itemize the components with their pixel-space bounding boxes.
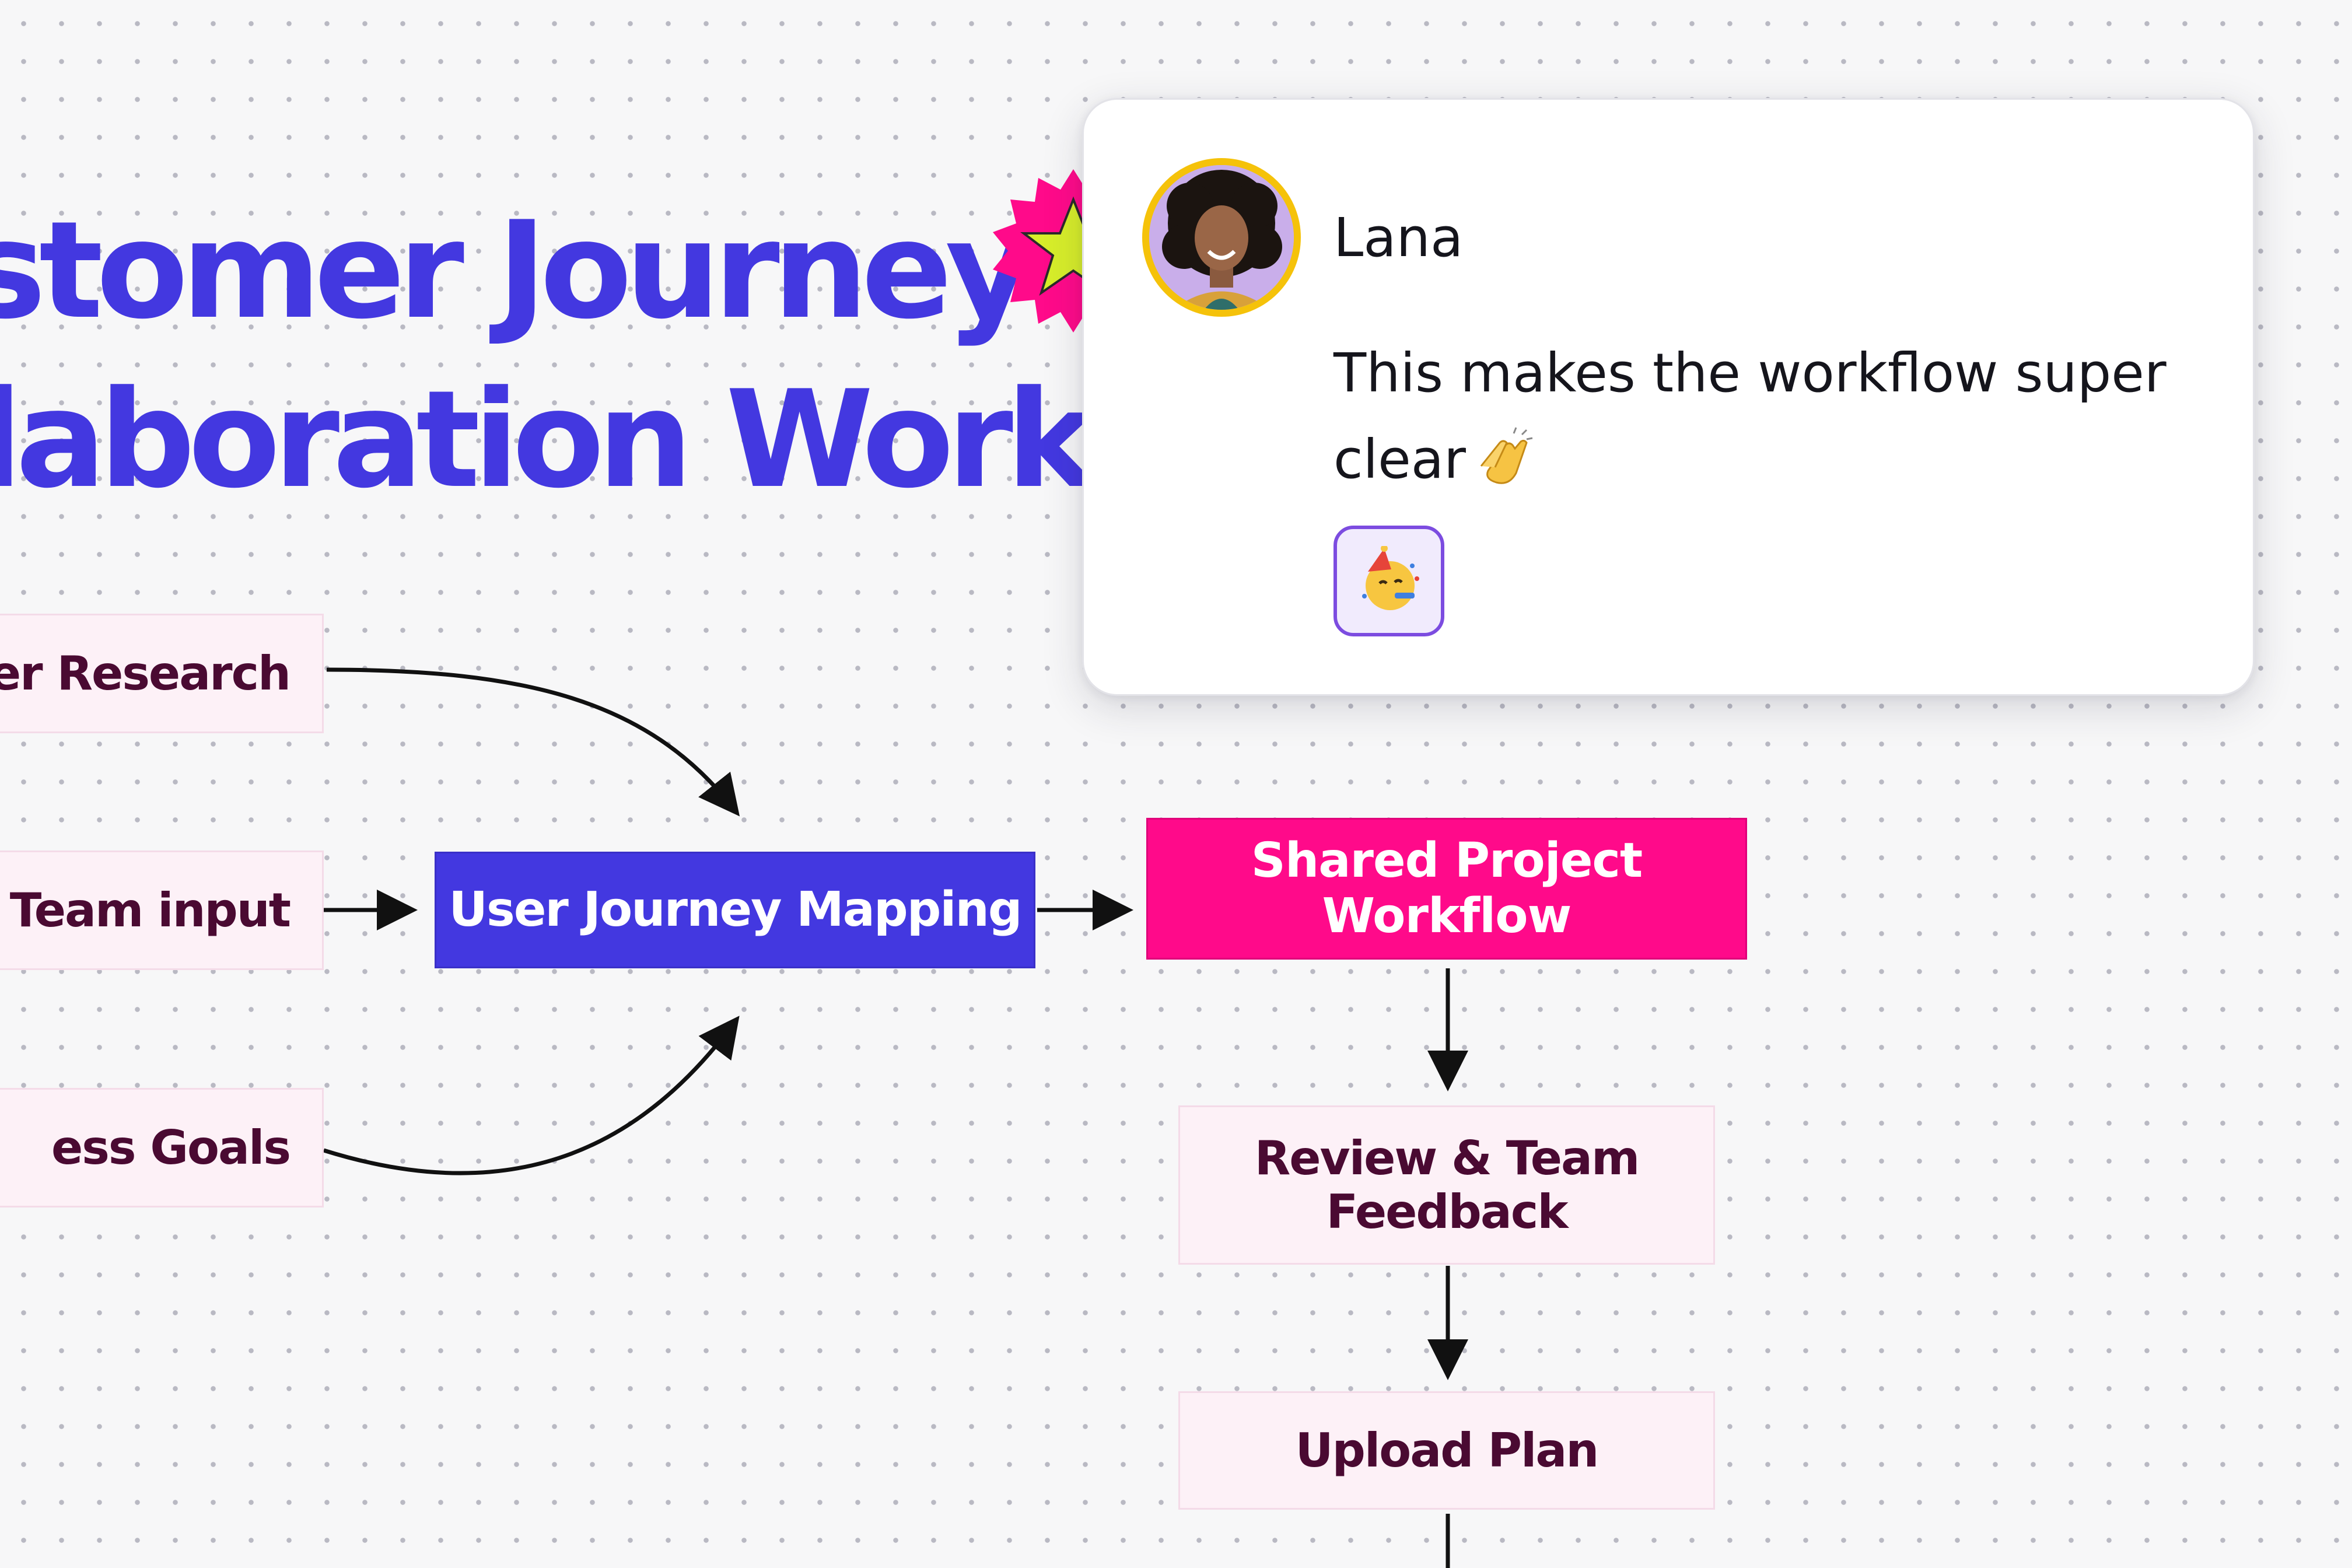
node-user-research[interactable]: er Research: [0, 614, 324, 733]
board-title-line-2: laboration Workfl: [0, 362, 1186, 518]
node-user-journey-mapping[interactable]: User Journey Mapping: [435, 852, 1035, 968]
comment-message-text: This makes the workflow super clear: [1334, 342, 2166, 491]
node-shared-project-workflow[interactable]: Shared Project Workflow: [1146, 818, 1747, 960]
avatar[interactable]: [1142, 158, 1301, 317]
party-face-icon: [1362, 546, 1419, 610]
node-review-team-feedback[interactable]: Review & Team Feedback: [1178, 1105, 1715, 1265]
comment-message: This makes the workflow super clear: [1334, 330, 2197, 503]
board-title-line-1: stomer Journey: [0, 193, 1032, 349]
node-business-goals[interactable]: ess Goals: [0, 1088, 324, 1208]
connector-research-to-mapping: [326, 667, 740, 817]
node-team-input[interactable]: Team input: [0, 850, 324, 970]
node-upload-plan[interactable]: Upload Plan: [1178, 1391, 1715, 1510]
reaction-button[interactable]: [1334, 526, 1444, 636]
comment-author-name: Lana: [1334, 206, 1464, 269]
user-avatar-icon: [1149, 165, 1294, 310]
clapping-hands-icon: [1480, 427, 1533, 484]
comment-card[interactable]: Lana This makes the workflow super clear: [1082, 98, 2255, 696]
connector-goals-to-mapping: [323, 1016, 740, 1175]
